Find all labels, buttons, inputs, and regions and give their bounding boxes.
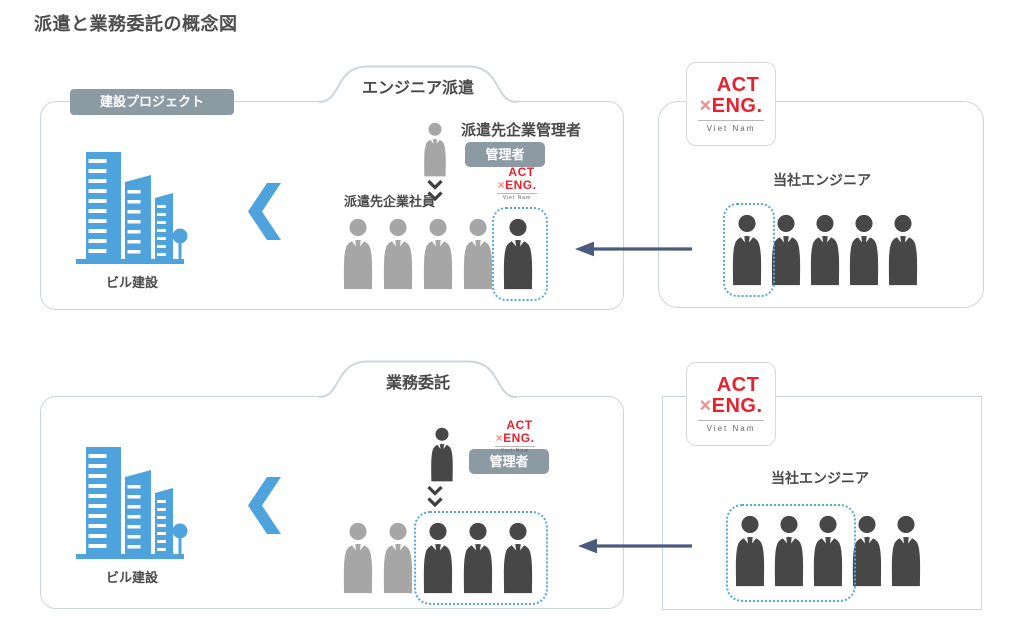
act-eng-logo-badge: ACT ×ENG. Viet Nam (686, 362, 776, 446)
person-icon (885, 212, 921, 286)
outsourcing-tab: 業務委託 (318, 360, 518, 398)
engineer-row (732, 513, 924, 587)
dispatch-tab: エンジニア派遣 (318, 65, 518, 103)
logo-eng: ENG. (503, 431, 535, 445)
contracted-team-highlight (726, 504, 856, 602)
person-icon (849, 513, 885, 587)
tab-shape (318, 360, 518, 398)
contracted-team-highlight (414, 511, 548, 605)
company-engineers-title: 当社エンジニア (773, 172, 871, 188)
logo-subtitle: Viet Nam (502, 195, 532, 201)
person-icon (732, 513, 768, 587)
person-icon (846, 212, 882, 286)
logo-eng: ENG. (711, 95, 763, 117)
logo-line2: ×ENG. (498, 179, 537, 191)
outsourcing-tab-label: 業務委託 (385, 375, 450, 392)
logo-divider (497, 193, 537, 194)
logo-x-mark: × (699, 95, 712, 117)
person-icon (500, 520, 536, 594)
person-icon (460, 520, 496, 594)
logo-divider (698, 120, 764, 121)
building-label: ビル建設 (105, 570, 158, 585)
act-eng-logo: ACT ×ENG. Viet Nam (698, 375, 764, 433)
manager-person-icon (420, 427, 464, 482)
person-icon (413, 122, 457, 177)
act-eng-logo-badge: ACT ×ENG. Viet Nam (686, 62, 776, 146)
logo-subtitle: Viet Nam (500, 448, 530, 454)
building-icon (76, 447, 188, 559)
company-engineers-title: 当社エンジニア (771, 470, 869, 486)
staff-label: 派遣先企業社員 (344, 194, 436, 209)
logo-line2: ×ENG. (496, 432, 535, 444)
act-eng-logo: ACT ×ENG. Viet Nam (698, 75, 764, 133)
dispatched-engineer-highlight (492, 207, 548, 301)
chevron-left-icon (248, 183, 281, 240)
logo-subtitle: Viet Nam (706, 124, 756, 133)
staff-row (340, 520, 536, 594)
building-label: ビル建設 (105, 275, 158, 290)
logo-line1: ACT (506, 418, 533, 432)
person-icon (729, 212, 765, 286)
logo-x-mark: × (497, 178, 506, 192)
tab-shape (318, 65, 518, 103)
logo-line1: ACT (508, 165, 535, 179)
logo-x-mark: × (699, 395, 712, 417)
person-icon (768, 212, 804, 286)
project-badge: 建設プロジェクト (70, 89, 234, 115)
logo-x-mark: × (495, 431, 504, 445)
selected-engineer-highlight (723, 203, 775, 297)
engineer-row (729, 212, 921, 286)
logo-line2: ×ENG. (699, 96, 762, 116)
person-icon (460, 216, 496, 290)
arrow-left-icon (575, 241, 692, 257)
logo-subtitle: Viet Nam (706, 424, 756, 433)
person-icon (500, 216, 536, 290)
manager-title: 派遣先企業管理者 (461, 122, 582, 139)
logo-divider (495, 446, 535, 447)
person-icon (380, 520, 416, 594)
logo-line1: ACT (716, 74, 760, 96)
person-icon (340, 520, 376, 594)
person-icon (420, 427, 464, 482)
logo-eng: ENG. (711, 395, 763, 417)
manager-person-icon (413, 122, 457, 177)
person-icon (380, 216, 416, 290)
page-title: 派遣と業務委託の概念図 (34, 14, 238, 34)
manager-badge: 管理者 (469, 449, 549, 474)
logo-eng: ENG. (505, 178, 537, 192)
person-icon (420, 216, 456, 290)
manager-badge: 管理者 (465, 142, 545, 167)
act-eng-logo-small: ACT ×ENG. Viet Nam (488, 166, 546, 201)
person-icon (810, 513, 846, 587)
logo-line1: ACT (716, 374, 760, 396)
act-eng-logo-small: ACT ×ENG. Viet Nam (486, 419, 544, 454)
double-chevron-down-icon (427, 485, 443, 508)
building-icon (76, 152, 188, 264)
person-icon (807, 212, 843, 286)
person-icon (340, 216, 376, 290)
logo-divider (698, 420, 764, 421)
arrow-left-icon (578, 538, 692, 554)
chevron-left-icon (248, 477, 281, 534)
staff-row (340, 216, 536, 290)
logo-line2: ×ENG. (699, 396, 762, 416)
person-icon (420, 520, 456, 594)
person-icon (888, 513, 924, 587)
double-chevron-down-icon (427, 179, 443, 202)
dispatch-tab-label: エンジニア派遣 (361, 80, 474, 97)
person-icon (771, 513, 807, 587)
